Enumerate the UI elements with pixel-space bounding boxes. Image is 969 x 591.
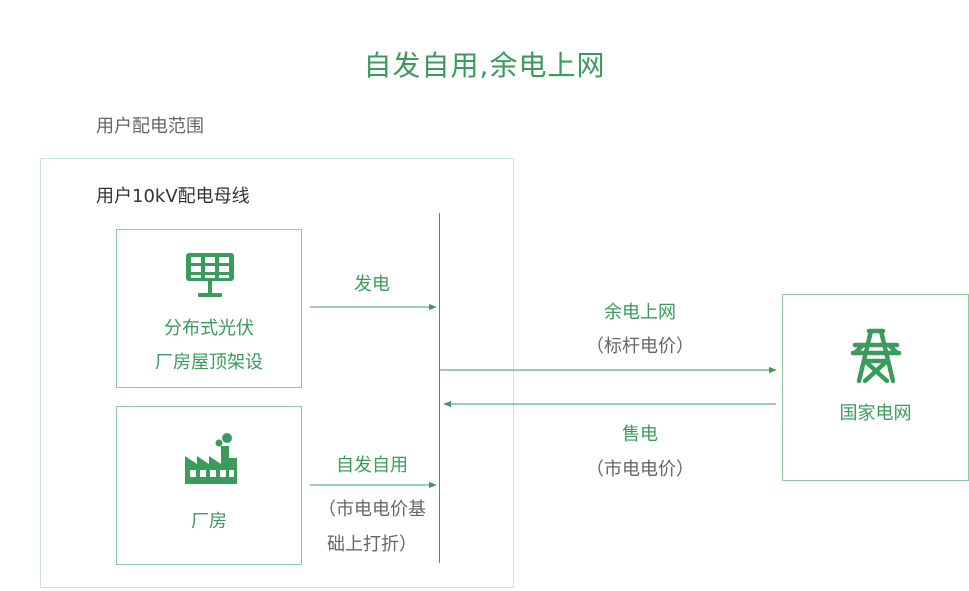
grid-node: 国家电网 [782,294,969,481]
grid-node-label: 国家电网 [839,403,912,424]
flow-surplus-note: （标杆电价） [586,336,694,357]
scope-label: 用户配电范围 [96,116,204,137]
flow-sell-note: （市电电价） [586,459,694,480]
flow-generate-label: 发电 [354,274,390,295]
bus-line [439,213,440,563]
flow-self-use-note-line2: 础上打折） [327,534,417,555]
flow-surplus-label: 余电上网 [604,302,676,323]
diagram-title: 自发自用,余电上网 [363,49,606,82]
pv-node-sublabel: 厂房屋顶架设 [155,352,263,373]
pv-node-label: 分布式光伏 [164,318,254,339]
flow-self-use-label: 自发自用 [336,455,408,476]
factory-node-label: 厂房 [191,511,227,532]
factory-icon [185,433,237,484]
pv-node: 分布式光伏 厂房屋顶架设 [116,229,302,388]
solar-panel-icon [186,253,234,297]
transmission-tower-icon [850,328,902,384]
flow-sell-label: 售电 [622,424,658,445]
factory-node: 厂房 [116,406,302,565]
flow-self-use-note-line1: （市电电价基 [318,499,426,520]
bus-label: 用户10kV配电母线 [96,186,250,207]
user-distribution-scope-box [40,158,514,588]
